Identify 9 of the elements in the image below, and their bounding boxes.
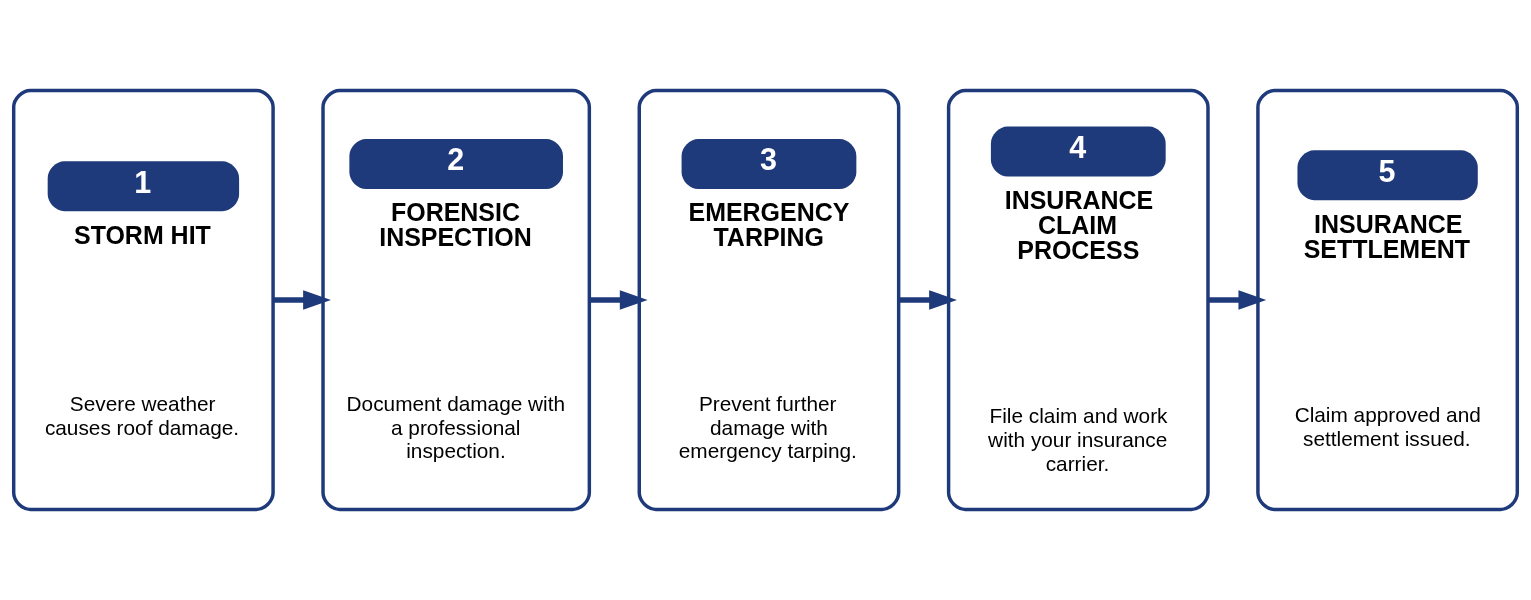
- node-box: 4 INSURANCE CLAIM PROCESS File claim and work with your insurance carrier.: [946, 88, 1210, 512]
- arrow: [589, 290, 648, 310]
- arrow: [899, 290, 957, 310]
- node-box: 2 FORENSIC INSPECTION Document damage with a professional inspection.: [321, 88, 592, 512]
- node-box: 1 STORM HIT Severe weather causes roof damage.: [11, 88, 275, 512]
- arrow: [273, 290, 331, 310]
- node-box: 5 INSURANCE SETTLEMENT Claim approved and settlement issued.: [1256, 88, 1520, 512]
- node-box: 3 EMERGENCY TARPING Prevent further damage with emergency tarping.: [637, 88, 901, 512]
- arrow: [1208, 290, 1267, 310]
